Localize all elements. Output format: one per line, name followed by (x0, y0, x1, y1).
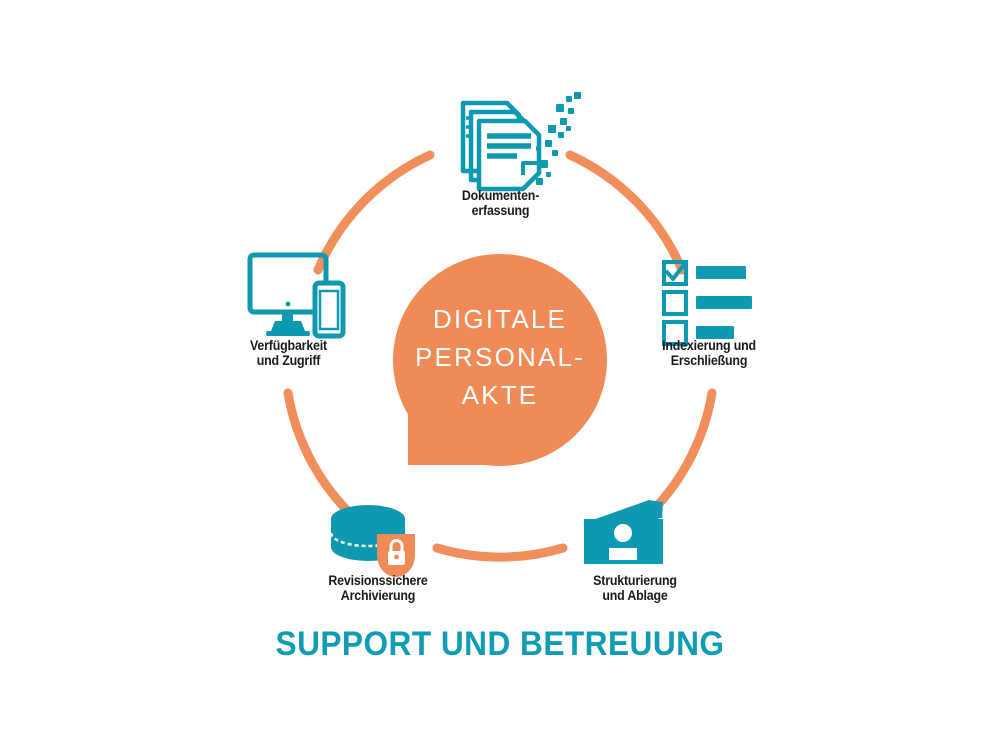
checklist-icon (662, 260, 752, 346)
database-shield-lock-icon (329, 505, 415, 577)
footer-title: SUPPORT UND BETREUUNG (275, 625, 725, 663)
center-label: DIGITALE PERSONAL- AKTE (414, 304, 586, 410)
monitor-smartphone-icon (247, 252, 346, 339)
center-pin-shape (393, 254, 607, 466)
folder-person-icon (584, 500, 663, 564)
documents-scan-icon (460, 100, 542, 192)
arc-bottom (432, 543, 568, 562)
arc-bottom-left (283, 388, 363, 526)
arc-top-right (565, 150, 687, 275)
arc-left-top (313, 150, 435, 275)
pixel-dissolve-icon (536, 92, 581, 185)
